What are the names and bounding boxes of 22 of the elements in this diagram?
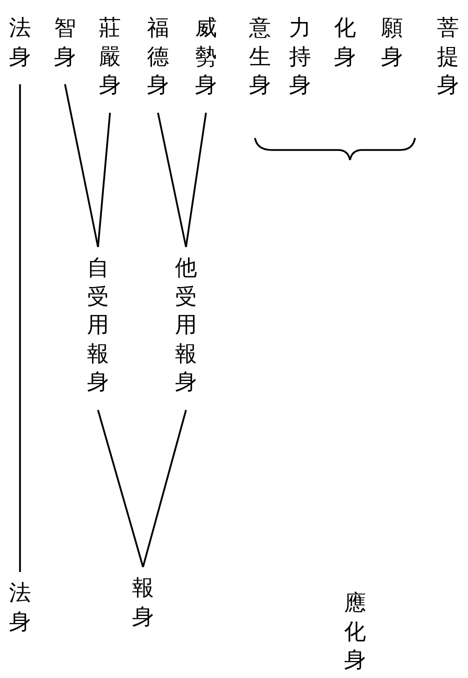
vertical-label: 化身 — [334, 15, 356, 72]
vertical-label: 福德身 — [147, 15, 169, 101]
vertical-label: 報身 — [132, 575, 154, 632]
vertical-label: 力持身 — [289, 15, 311, 101]
vertical-label: 意生身 — [249, 15, 271, 101]
connector-line — [97, 112, 111, 248]
vertical-label: 莊嚴身 — [99, 15, 121, 101]
connector-line — [142, 410, 187, 568]
connector-line — [19, 84, 21, 572]
connector-line — [157, 112, 187, 248]
connector-line — [185, 112, 207, 248]
vertical-label: 智身 — [54, 15, 76, 72]
vertical-label: 菩提身 — [437, 15, 459, 101]
vertical-label: 法身 — [9, 15, 31, 72]
vertical-label: 應化身 — [344, 590, 366, 676]
vertical-label: 法身 — [9, 580, 31, 638]
connector-line — [97, 410, 144, 568]
vertical-label: 威勢身 — [195, 15, 217, 101]
vertical-label: 他受用報身 — [175, 255, 197, 398]
vertical-label: 自受用報身 — [87, 255, 109, 398]
connector-line — [64, 84, 99, 248]
vertical-label: 願身 — [381, 15, 403, 72]
